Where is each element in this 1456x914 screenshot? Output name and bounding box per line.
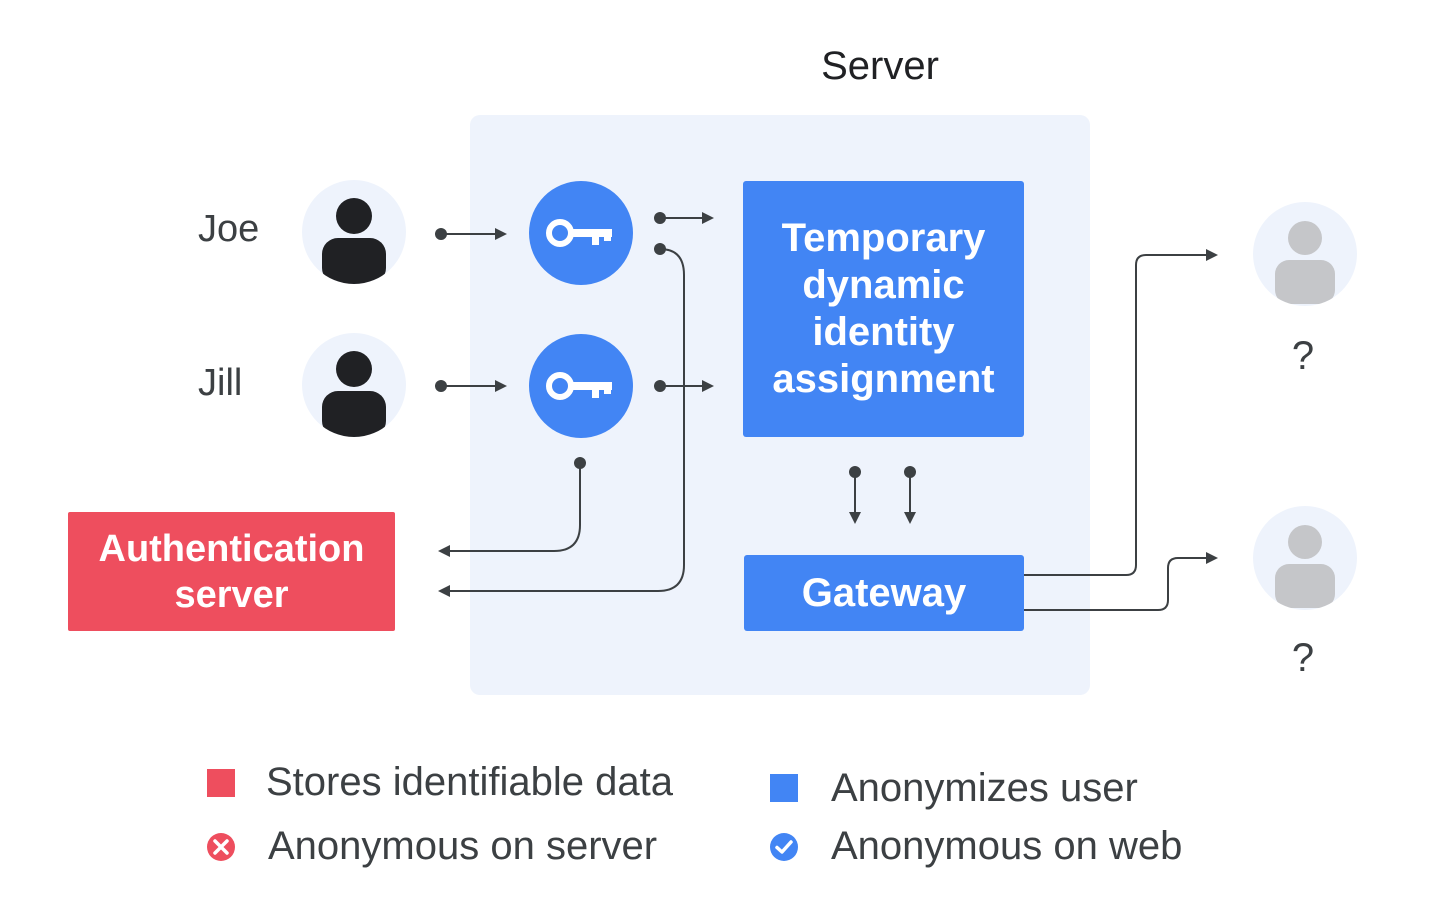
authentication-server-box: Authentication server [68, 512, 395, 631]
key-icon [529, 334, 633, 438]
authentication-server-label: Authentication server [98, 527, 365, 616]
gateway-label: Gateway [801, 570, 967, 615]
blue-check-circle-icon [768, 831, 800, 868]
key-icon [529, 181, 633, 285]
server-title: Server [821, 44, 939, 88]
user-name-jill: Jill [198, 362, 243, 404]
arrow-key2-to-auth [438, 463, 581, 557]
legend-anonymous-web: Anonymous on web [831, 824, 1183, 868]
legend-stores-identifiable: Stores identifiable data [266, 760, 673, 804]
blue-square-icon [770, 774, 798, 802]
person-icon [302, 333, 406, 437]
anonymous-label-1: ? [1291, 334, 1315, 378]
legend-anonymizes-user: Anonymizes user [831, 766, 1138, 810]
red-x-circle-icon [205, 831, 237, 868]
gateway-box: Gateway [744, 555, 1024, 631]
arrow-key1-to-auth [438, 248, 685, 597]
anonymous-label-2: ? [1291, 636, 1315, 680]
anonymous-person-icon [1253, 202, 1357, 306]
red-square-icon [207, 769, 235, 797]
anonymous-person-icon [1253, 506, 1357, 610]
person-icon [302, 180, 406, 284]
legend-anonymous-server: Anonymous on server [268, 824, 658, 868]
arrow-gateway-to-anon-1 [1008, 249, 1218, 576]
identity-assignment-label: Temporary dynamic identity assignment [772, 216, 995, 401]
identity-assignment-box: Temporary dynamic identity assignment [743, 181, 1024, 437]
user-name-joe: Joe [198, 208, 260, 250]
arrow-gateway-to-anon-2 [1008, 552, 1218, 611]
